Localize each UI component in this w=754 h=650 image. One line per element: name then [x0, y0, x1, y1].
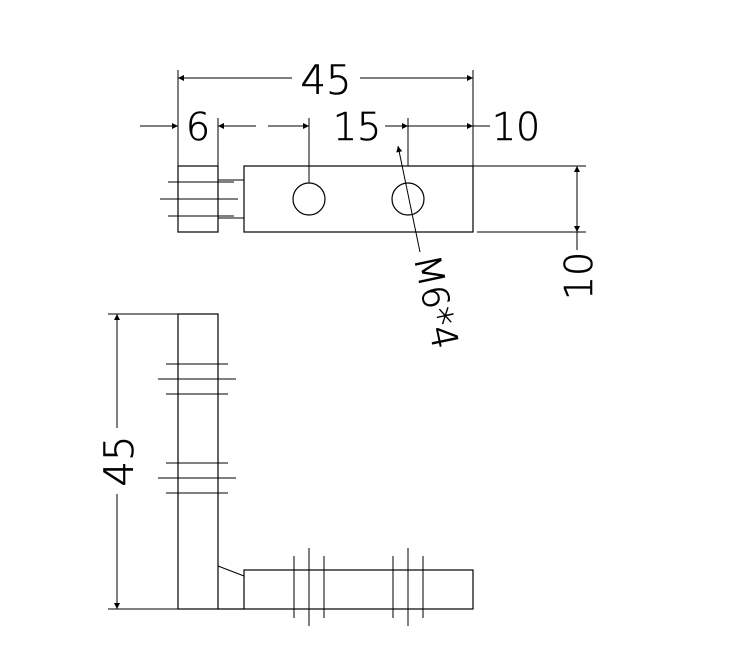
- dim-text-10-right: 10: [557, 252, 601, 300]
- dim-text-15: 15: [333, 105, 381, 149]
- front-horizontal-bar: [243, 569, 474, 610]
- dim-text-45-top: 45: [301, 58, 352, 104]
- callout-thread: M6*4: [405, 251, 465, 352]
- front-view: 45: [97, 313, 474, 626]
- dim-text-10-top: 10: [492, 105, 540, 149]
- front-vertical-bar: [177, 313, 219, 610]
- front-chamfer-line: [217, 565, 245, 577]
- top-main-bar: [243, 165, 474, 233]
- dim-text-6: 6: [186, 105, 210, 149]
- hole-circle: [292, 182, 326, 216]
- top-view: 45 6 15 10 10 M6*4: [140, 58, 601, 353]
- hole-circle: [391, 182, 425, 216]
- leader-line: [396, 145, 421, 253]
- dim-text-45-left: 45: [97, 436, 143, 487]
